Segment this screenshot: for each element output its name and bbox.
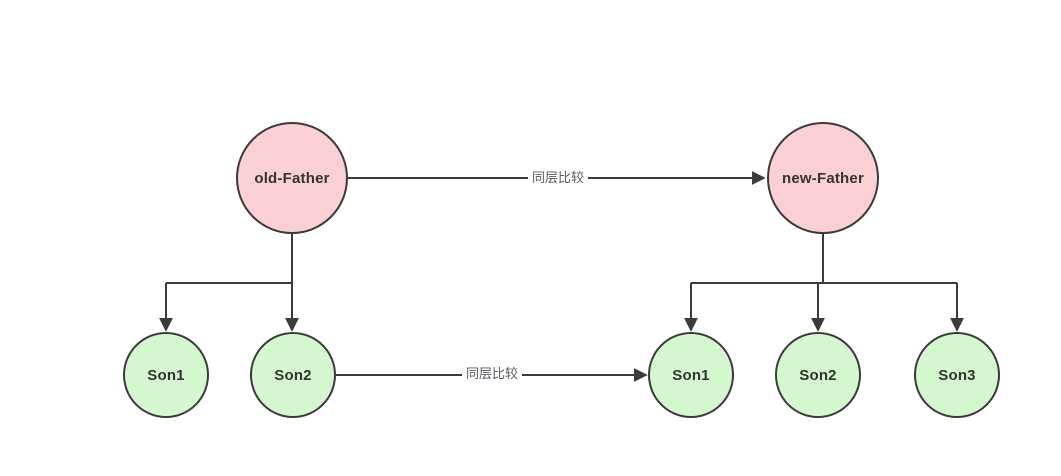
node-left-son1-label: Son1 bbox=[147, 366, 185, 384]
node-left-son2: Son2 bbox=[250, 332, 336, 418]
node-left-son2-label: Son2 bbox=[274, 366, 312, 384]
node-old-father: old-Father bbox=[236, 122, 348, 234]
tree-connector-left bbox=[159, 234, 299, 332]
node-right-son3: Son3 bbox=[914, 332, 1000, 418]
node-right-son1-label: Son1 bbox=[672, 366, 710, 384]
node-new-father-label: new-Father bbox=[781, 169, 864, 187]
node-right-son2: Son2 bbox=[775, 332, 861, 418]
edge-label-top-compare: 同层比较 bbox=[527, 169, 589, 187]
node-new-father: new-Father bbox=[767, 122, 879, 234]
node-right-son3-label: Son3 bbox=[938, 366, 976, 384]
node-left-son1: Son1 bbox=[123, 332, 209, 418]
node-right-son1: Son1 bbox=[648, 332, 734, 418]
node-old-father-label: old-Father bbox=[254, 169, 330, 187]
edge-label-bottom-compare: 同层比较 bbox=[461, 365, 523, 383]
node-right-son2-label: Son2 bbox=[799, 366, 837, 384]
tree-connector-right bbox=[684, 234, 964, 332]
